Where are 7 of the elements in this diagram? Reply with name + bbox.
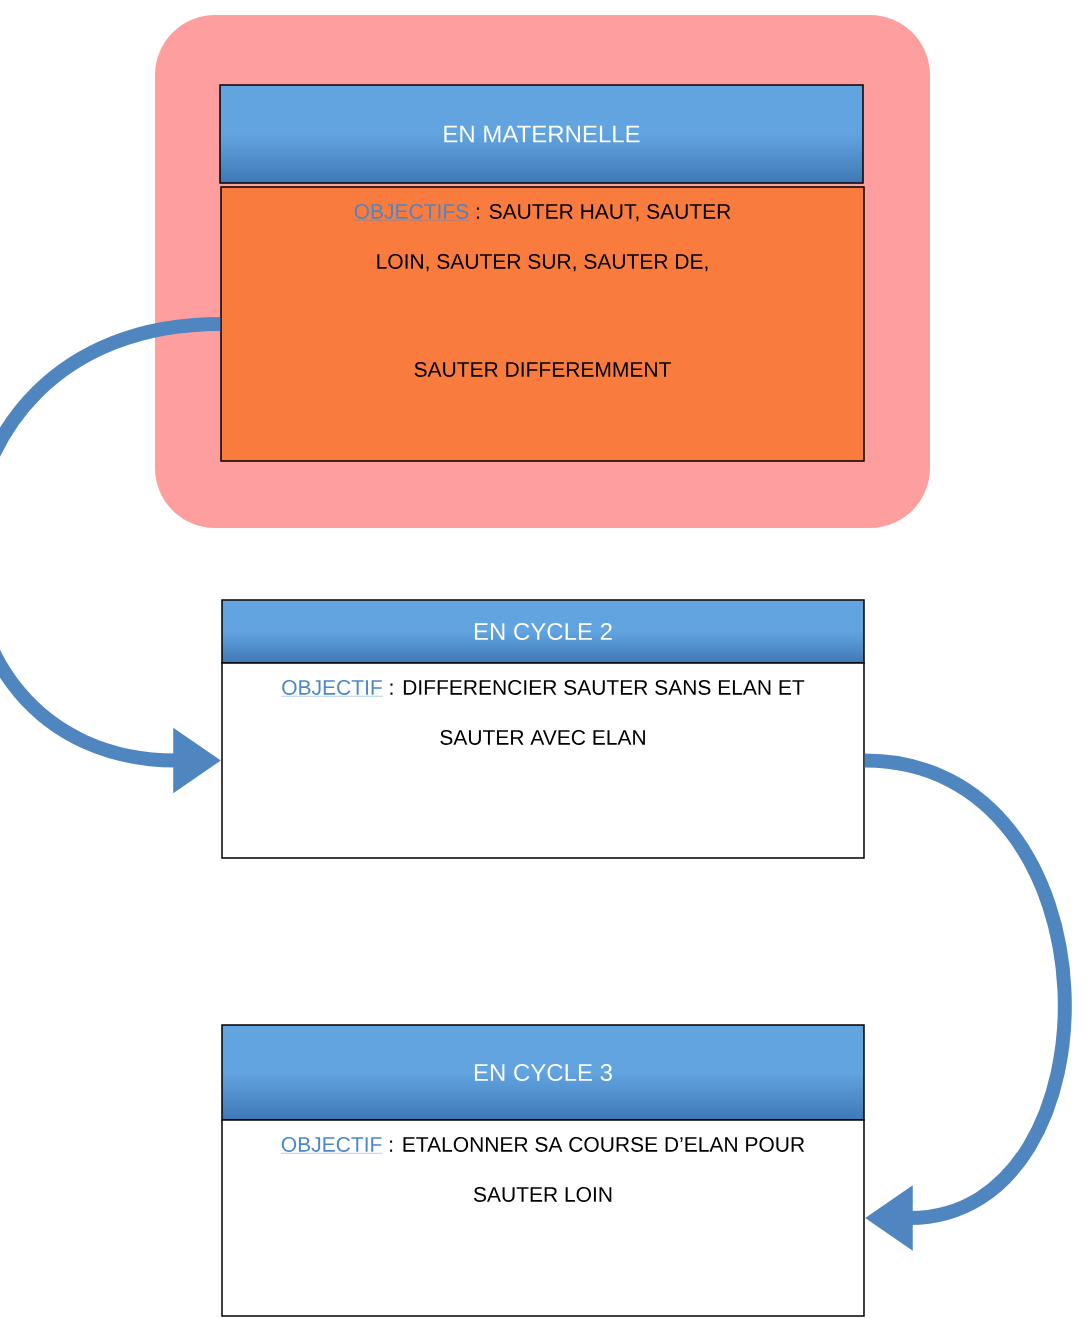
header-box: EN CYCLE 2 (221, 599, 865, 664)
objective-box: OBJECTIF : DIFFERENCIER SAUTER SANS ELAN ET SAUTER AVEC ELAN (221, 662, 865, 859)
objective-box: OBJECTIF : ETALONNER SA COURSE D’ELAN POUR SAUTER LOIN (221, 1119, 865, 1317)
objective-box: OBJECTIFS : SAUTER HAUT, SAUTER LOIN, SAUTER SUR, SAUTER DE, SAUTER DIFFEREMMENT (220, 186, 865, 462)
header-box: EN MATERNELLE (219, 84, 864, 184)
curved-arrow (863, 753, 1072, 1251)
header-box: EN CYCLE 3 (221, 1024, 865, 1121)
